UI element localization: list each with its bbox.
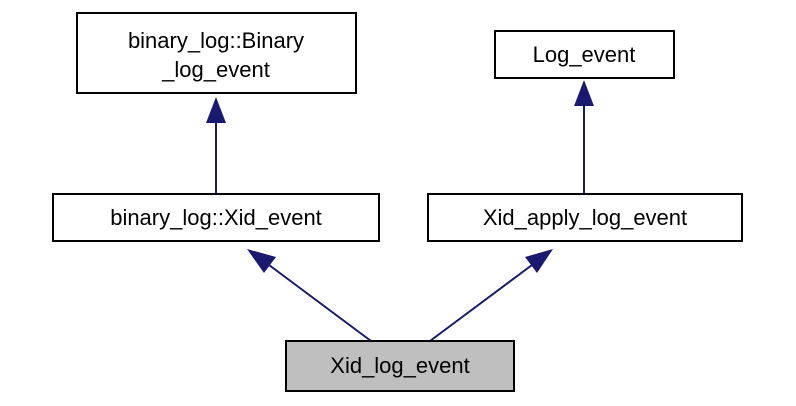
node-label: binary_log::Binary: [128, 28, 304, 53]
node-label: Log_event: [533, 42, 636, 67]
node-label: _log_event: [161, 57, 270, 82]
node-log-event[interactable]: Log_event: [494, 30, 675, 79]
node-label: Xid_log_event: [330, 353, 469, 378]
edge-xid-log-event-to-xid-apply: [429, 249, 553, 342]
node-label: binary_log::Xid_event: [110, 205, 322, 230]
node-label: Xid_apply_log_event: [483, 205, 687, 230]
edge-xid-apply-to-log-event: [574, 80, 594, 194]
edge-xid-log-event-to-xid-event: [247, 249, 372, 342]
node-xid-apply-log-event[interactable]: Xid_apply_log_event: [427, 193, 743, 242]
node-xid-log-event[interactable]: Xid_log_event: [285, 340, 515, 392]
node-binary-log-binary-log-event[interactable]: binary_log::Binary _log_event: [76, 12, 357, 94]
edge-xid-event-to-binary-log-event: [206, 97, 226, 194]
node-binary-log-xid-event[interactable]: binary_log::Xid_event: [52, 193, 380, 242]
